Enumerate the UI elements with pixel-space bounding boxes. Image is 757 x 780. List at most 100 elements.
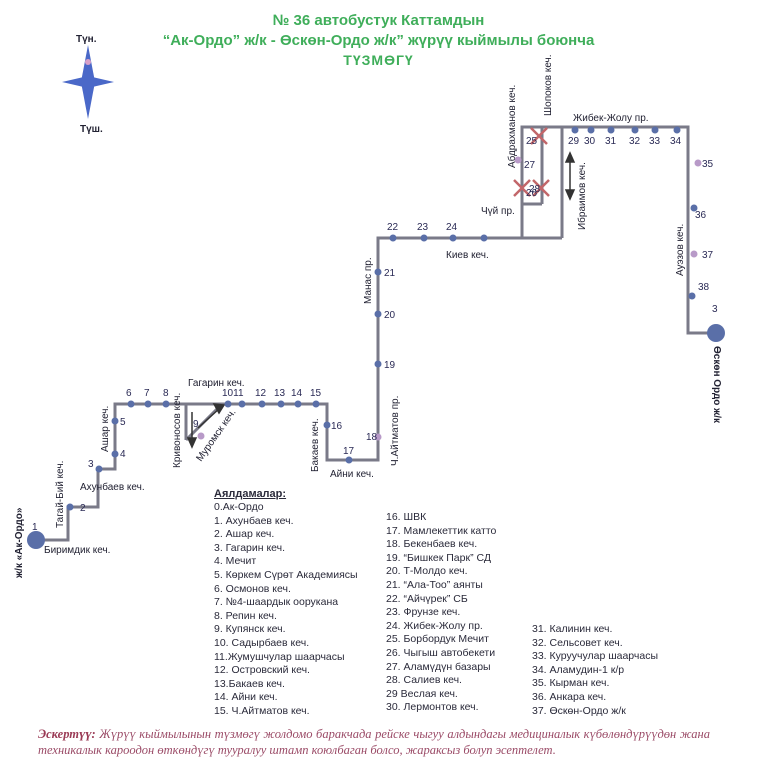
svg-text:7: 7 bbox=[144, 388, 150, 399]
svg-text:31: 31 bbox=[605, 136, 617, 147]
svg-text:8: 8 bbox=[163, 388, 169, 399]
compass-north: Түн. bbox=[76, 34, 97, 45]
street-manas: Манас пр. bbox=[363, 257, 374, 304]
terminal-end-stop bbox=[707, 324, 725, 342]
legend-item: 7. №4-шаардык оорукана bbox=[214, 596, 339, 609]
stop-markers-alt bbox=[197, 156, 702, 441]
street-auezov: Ауэзов кеч. bbox=[675, 224, 686, 276]
legend-item: 18. Бекенбаев кеч. bbox=[386, 538, 478, 551]
legend-column-3: 31. Калинин кеч.32. Сельсовет кеч.33. Ку… bbox=[532, 623, 658, 718]
legend-item: 19. “Бишкек Парк” СД bbox=[386, 551, 491, 564]
note: Эскертүү: Жүрүү кыймылынын түзмөгү жолдо… bbox=[38, 726, 710, 758]
svg-text:38: 38 bbox=[698, 282, 710, 293]
svg-text:1011: 1011 bbox=[222, 388, 244, 399]
street-ibraimov: Ибраимов кеч. bbox=[576, 162, 588, 230]
legend-item: 0.Ак-Ордо bbox=[214, 501, 264, 513]
svg-text:22: 22 bbox=[387, 222, 399, 233]
street-aitmatov: Ч.Айтматов пр. bbox=[390, 396, 401, 466]
svg-text:26: 26 bbox=[526, 188, 538, 199]
direction-arrows bbox=[186, 151, 576, 449]
note-text: Жүрүү кыймылынын түзмөгү жолдомо баракча… bbox=[38, 727, 710, 757]
svg-text:4: 4 bbox=[120, 449, 126, 460]
legend-item: 35. Кырман кеч. bbox=[532, 677, 610, 690]
svg-text:14: 14 bbox=[291, 388, 303, 399]
legend-item: 28. Салиев кеч. bbox=[386, 674, 462, 687]
svg-text:29: 29 bbox=[568, 136, 580, 147]
legend-item: 20. Т-Молдо кеч. bbox=[386, 565, 468, 578]
title-line-1: № 36 автобустук Каттамдын bbox=[272, 12, 485, 29]
legend-item: 25. Борбордук Мечит bbox=[386, 633, 489, 646]
legend-item: 9. Купянск кеч. bbox=[214, 623, 286, 636]
legend-item: 11.Жумушчулар шаарчасы bbox=[214, 650, 345, 663]
svg-text:19: 19 bbox=[384, 360, 396, 371]
legend-item: 31. Калинин кеч. bbox=[532, 623, 613, 635]
street-gagarin: Гагарин кеч. bbox=[188, 378, 245, 389]
compass-south: Түш. bbox=[80, 124, 103, 135]
svg-text:5: 5 bbox=[120, 417, 126, 428]
svg-text:13: 13 bbox=[274, 388, 286, 399]
svg-text:16: 16 bbox=[331, 421, 343, 432]
legend-item: 5. Көркем Сүрөт Академиясы bbox=[214, 568, 358, 581]
street-akhunbaev: Ахунбаев кеч. bbox=[80, 481, 145, 493]
street-shopokov: Шопоков кеч. bbox=[543, 54, 554, 116]
legend-item: 12. Островский кеч. bbox=[214, 664, 310, 677]
street-aini: Айни кеч. bbox=[330, 469, 374, 480]
legend-item: 15. Ч.Айтматов кеч. bbox=[214, 704, 310, 717]
closed-turn-marks bbox=[513, 127, 550, 197]
legend-item: 24. Жибек-Жолу пр. bbox=[386, 619, 483, 632]
svg-text:35: 35 bbox=[702, 159, 714, 170]
legend-title: Аялдамалар: bbox=[214, 488, 287, 500]
svg-text:28: 28 bbox=[529, 184, 541, 195]
street-tagai-biy: Тагай-Бий кеч. bbox=[55, 461, 66, 528]
legend-item: 13.Бакаев кеч. bbox=[214, 677, 285, 690]
svg-text:3: 3 bbox=[712, 304, 718, 315]
street-krivonosov: Кривоносов кеч. bbox=[172, 393, 183, 468]
svg-text:3: 3 bbox=[88, 459, 94, 470]
legend-item: 29 Веслая кеч. bbox=[386, 687, 458, 700]
svg-text:24: 24 bbox=[446, 222, 458, 233]
street-ashar: Ашар кеч. bbox=[100, 406, 111, 452]
route-line bbox=[36, 125, 715, 542]
terminal-start-stop bbox=[27, 531, 45, 549]
street-kiev: Киев кеч. bbox=[446, 250, 489, 261]
svg-text:34: 34 bbox=[670, 136, 682, 147]
legend-item: 21. “Ала-Тоо” аянты bbox=[386, 578, 483, 591]
legend-item: 22. “Айчүрек” СБ bbox=[386, 592, 468, 605]
legend-item: 2. Ашар кеч. bbox=[214, 528, 275, 541]
svg-text:12: 12 bbox=[255, 388, 267, 399]
legend-item: 8. Репин кеч. bbox=[214, 609, 277, 622]
legend-item: 26. Чыгыш автобекети bbox=[386, 646, 496, 659]
svg-text:9: 9 bbox=[193, 419, 199, 430]
legend-item: 30. Лермонтов кеч. bbox=[386, 701, 479, 714]
stop-numbers: 1 2 3 4 5 6 7 8 9 1011 12 13 14 15 16 17… bbox=[32, 136, 718, 533]
title-line-2: “Ак-Ордо” ж/к - Өскөн-Ордо ж/к” жүрүү кы… bbox=[162, 32, 595, 49]
street-birimdik: Биримдик кеч. bbox=[44, 545, 110, 556]
compass-icon bbox=[62, 45, 114, 119]
svg-text:27: 27 bbox=[524, 160, 536, 171]
legend-item: 6. Осмонов кеч. bbox=[214, 582, 291, 595]
svg-text:33: 33 bbox=[649, 136, 661, 147]
legend-item: 10. Садырбаев кеч. bbox=[214, 636, 310, 649]
svg-text:37: 37 bbox=[702, 250, 714, 261]
svg-text:36: 36 bbox=[695, 210, 707, 221]
svg-text:20: 20 bbox=[384, 310, 396, 321]
legend-item: 3. Гагарин кеч. bbox=[214, 541, 286, 554]
terminal-start-label: ж/к «Ак-Ордо» bbox=[14, 507, 25, 579]
legend-item: 23. Фрунзе кеч. bbox=[386, 606, 461, 619]
legend-item: 37. Өскөн-Ордо ж/к bbox=[532, 704, 626, 717]
svg-text:21: 21 bbox=[384, 268, 396, 279]
note-label: Эскертүү: bbox=[38, 727, 96, 741]
svg-text:6: 6 bbox=[126, 388, 132, 399]
terminal-end-label: Өскөн Ордо ж/к bbox=[711, 346, 722, 424]
svg-text:32: 32 bbox=[629, 136, 641, 147]
svg-text:25: 25 bbox=[526, 136, 538, 147]
stop-markers bbox=[66, 126, 698, 511]
legend-item: 4. Мечит bbox=[214, 555, 257, 568]
svg-text:2: 2 bbox=[80, 503, 86, 514]
legend-item: 34. Аламудин-1 к/р bbox=[532, 663, 625, 676]
legend-item: 1. Ахунбаев кеч. bbox=[214, 514, 294, 527]
legend-item: 33. Куруучулар шаарчасы bbox=[532, 650, 659, 663]
street-bakaev: Бакаев кеч. bbox=[310, 418, 321, 472]
